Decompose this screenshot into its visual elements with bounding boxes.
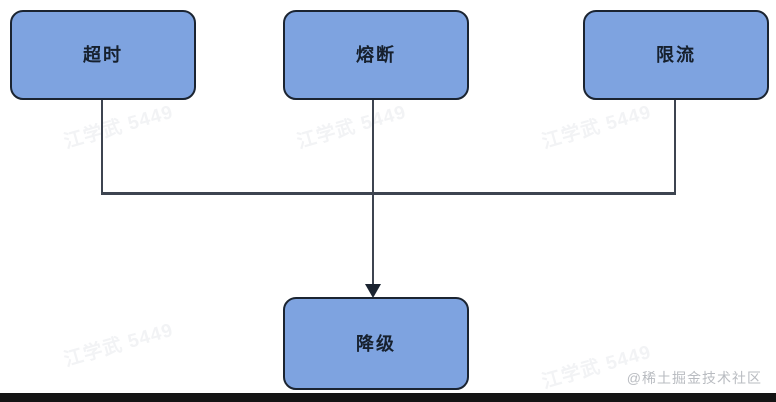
node-limit[interactable]: 限流 (583, 10, 769, 100)
node-limit-label: 限流 (656, 45, 696, 65)
bottom-bar (0, 393, 776, 402)
node-degrade-label: 降级 (356, 333, 396, 354)
watermark-tile: 江学武 5449 (61, 319, 176, 372)
node-timeout[interactable]: 超时 (10, 10, 196, 100)
node-degrade[interactable]: 降级 (283, 297, 469, 390)
watermark-tile: 江学武 5449 (294, 101, 409, 154)
edge-to-degrade (372, 192, 374, 290)
watermark-tile: 江学武 5449 (539, 101, 654, 154)
edge-horizontal-bus (101, 192, 676, 195)
edge-fuse-drop (372, 99, 374, 194)
node-fuse-label: 熔断 (356, 45, 396, 65)
arrow-head-icon (365, 284, 381, 298)
node-fuse[interactable]: 熔断 (283, 10, 469, 100)
node-timeout-label: 超时 (83, 45, 123, 65)
watermark-tile: 江学武 5449 (61, 101, 176, 154)
edge-timeout-drop (101, 99, 103, 194)
edge-limit-drop (674, 99, 676, 194)
brand-watermark: @稀土掘金技术社区 (626, 370, 762, 386)
